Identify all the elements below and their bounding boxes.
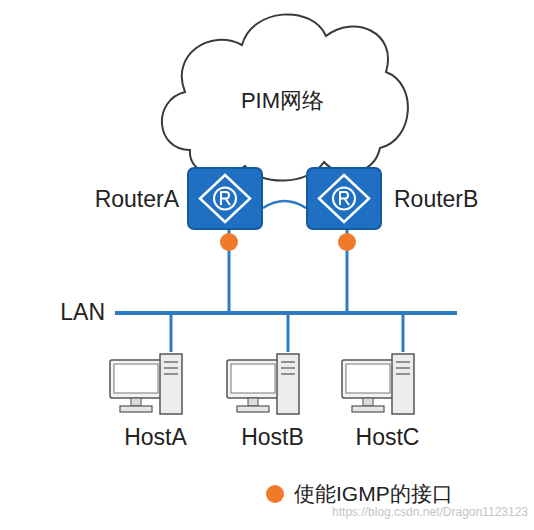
- node-label: RouterA: [95, 186, 179, 212]
- tower-slot: [164, 361, 178, 362]
- monitor-base: [120, 406, 152, 412]
- tower-slot: [396, 367, 410, 368]
- node-label: PIM网络: [150, 88, 415, 114]
- tower-slot: [164, 373, 178, 374]
- lan-link: [170, 315, 173, 352]
- tower-slot: [396, 361, 410, 362]
- monitor-frame: [110, 360, 162, 398]
- host-computer-icon: [225, 352, 300, 416]
- router-r-glyph: [221, 192, 230, 205]
- node-label: HostC: [330, 424, 445, 450]
- router-diamond: [319, 175, 369, 222]
- router-icon: [306, 167, 382, 230]
- monitor-screen: [114, 364, 158, 393]
- router-r-glyph: [340, 192, 349, 205]
- tower-slot: [281, 373, 295, 374]
- host-node: HostB: [225, 352, 300, 416]
- monitor-frame: [342, 360, 394, 398]
- lan-link: [287, 315, 290, 352]
- host-node: HostC: [340, 352, 415, 416]
- node-label: RouterB: [394, 186, 478, 212]
- node-label: HostB: [215, 424, 330, 450]
- router-body: [188, 168, 262, 229]
- router-diamond: [200, 175, 250, 222]
- igmp-interface-dot: [338, 233, 356, 251]
- lan-link: [346, 230, 349, 311]
- router-circle: [214, 188, 236, 210]
- legend-text: 使能IGMP的接口: [294, 481, 453, 507]
- router-node: RouterB: [306, 167, 382, 230]
- igmp-interface-dot: [220, 233, 238, 251]
- tower-slot: [281, 361, 295, 362]
- router-node: RouterA: [187, 167, 263, 230]
- tower-slot: [396, 373, 410, 374]
- tower-slot: [281, 367, 295, 368]
- router-link: [263, 201, 306, 208]
- tower-slot: [164, 367, 178, 368]
- router-body: [307, 168, 381, 229]
- pc-tower: [160, 354, 182, 414]
- router-circle: [333, 188, 355, 210]
- monitor-frame: [227, 360, 279, 398]
- monitor-stand: [131, 398, 141, 406]
- host-computer-icon: [108, 352, 183, 416]
- monitor-screen: [231, 364, 275, 393]
- pc-tower: [277, 354, 299, 414]
- host-node: HostA: [108, 352, 183, 416]
- monitor-stand: [248, 398, 258, 406]
- lan-bus: LAN: [115, 311, 457, 315]
- lan-link: [228, 230, 231, 311]
- legend-swatch: [266, 485, 284, 503]
- watermark: https://blog.csdn.net/Dragon1123123: [332, 505, 528, 519]
- pc-tower: [392, 354, 414, 414]
- monitor-base: [352, 406, 384, 412]
- pim-network-cloud: PIM网络: [150, 0, 415, 185]
- host-computer-icon: [340, 352, 415, 416]
- lan-link: [402, 315, 405, 352]
- monitor-base: [237, 406, 269, 412]
- monitor-stand: [363, 398, 373, 406]
- node-label: LAN: [60, 299, 105, 325]
- monitor-screen: [346, 364, 390, 393]
- node-label: HostA: [98, 424, 213, 450]
- router-icon: [187, 167, 263, 230]
